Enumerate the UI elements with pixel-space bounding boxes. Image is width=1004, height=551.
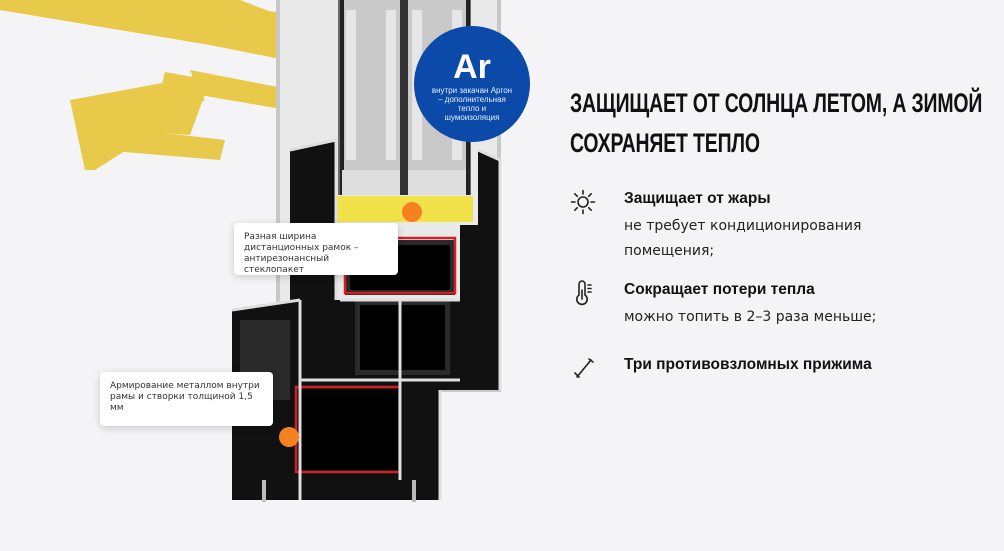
reinforcement-callout: Армирование металлом внутри рамы и створ… (100, 372, 273, 426)
argon-symbol: Ar (453, 48, 491, 86)
spacer-callout: Разная ширина дистанционных рамок – анти… (234, 223, 398, 275)
feature-title: Три противовзломных прижима (624, 356, 872, 373)
heading-line-2: сохраняет тепло (570, 128, 760, 158)
sun-rays-arrows (0, 0, 345, 170)
profile-cross-section-drawing (0, 0, 502, 502)
section-heading: Защищает от солнца летом, а зимой сохран… (570, 83, 983, 163)
feature-description: не требует кондиционирования помещения; (624, 218, 862, 259)
feature-title: Защищает от жары (624, 190, 771, 207)
thermometer-icon (576, 280, 592, 306)
feature-description: можно топить в 2–3 раза меньше; (624, 309, 877, 325)
lock-pin-icon (574, 358, 594, 378)
sun-icon (570, 189, 596, 215)
heading-line-1: Защищает от солнца летом, а зимой (570, 88, 983, 118)
window-profile-illustration (0, 0, 502, 502)
feature-title: Сокращает потери тепла (624, 281, 815, 298)
argon-badge: Ar внутри закачан Аргон – дополнительная… (414, 26, 530, 142)
reinforcement-marker (279, 427, 299, 447)
argon-caption: внутри закачан Аргон – дополнительная те… (431, 86, 513, 122)
spacer-marker (402, 202, 422, 222)
